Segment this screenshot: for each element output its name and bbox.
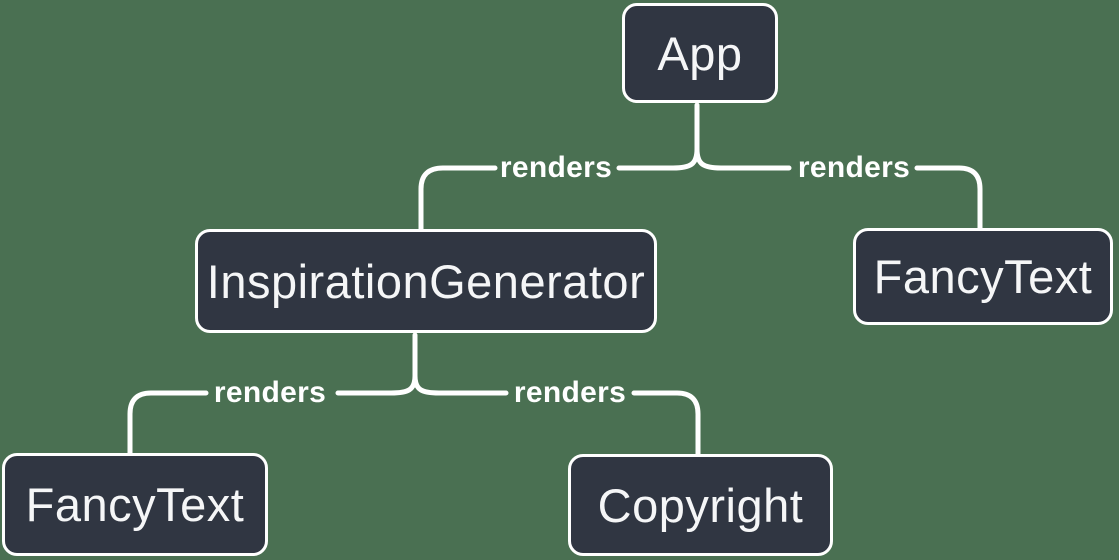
edge-label-inspiration-generator-copyright: renders: [513, 376, 627, 409]
tree-node-fancy-text-top-right: FancyText: [853, 228, 1113, 325]
tree-node-fancy-text-bottom-left-label: FancyText: [25, 478, 245, 531]
edge-line-app-to-fancy-text: [694, 146, 983, 233]
tree-node-inspiration-generator-label: InspirationGenerator: [206, 254, 646, 308]
tree-node-copyright-label: Copyright: [597, 478, 804, 532]
edge-label-app-fancy-text: renders: [797, 151, 911, 184]
tree-node-fancy-text-top-right-label: FancyText: [873, 250, 1093, 303]
edge-label-app-inspiration-generator: renders: [499, 151, 613, 184]
edge-line-inspiration-generator-to-copyright: [412, 373, 701, 459]
tree-node-app: App: [622, 3, 778, 103]
tree-node-copyright: Copyright: [568, 454, 833, 556]
edge-label-inspiration-generator-fancy-text: renders: [213, 376, 327, 409]
tree-node-fancy-text-bottom-left: FancyText: [2, 453, 268, 556]
tree-node-app-label: App: [657, 26, 743, 80]
tree-node-inspiration-generator: InspirationGenerator: [195, 229, 657, 333]
